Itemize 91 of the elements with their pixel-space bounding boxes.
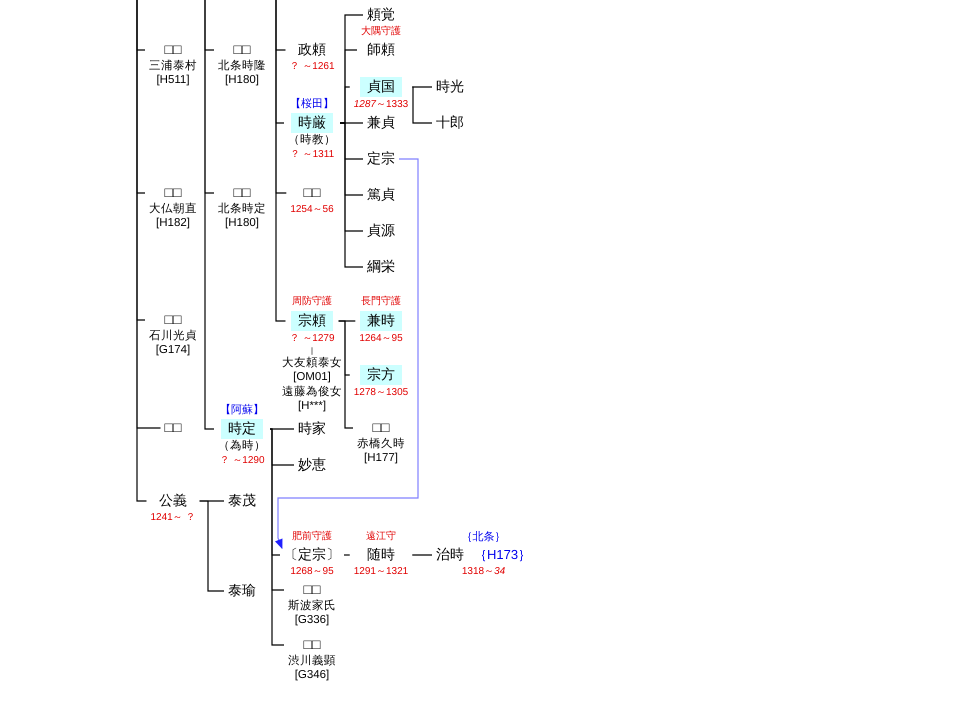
name-note: 渋川義顕 bbox=[288, 654, 336, 668]
date-label: 1254～56 bbox=[290, 204, 334, 216]
connector-line bbox=[412, 86, 432, 124]
date-label: 1287～1333 bbox=[354, 98, 408, 112]
date-label: 1318～34 bbox=[462, 566, 506, 578]
name-note: [G336] bbox=[294, 613, 330, 628]
name-note: 大仏朝直 bbox=[149, 202, 197, 216]
person-name: 〔定宗〕 bbox=[284, 546, 340, 564]
connector-line bbox=[412, 554, 432, 556]
name-note: 石川光貞 bbox=[149, 328, 197, 344]
connector-line bbox=[136, 0, 146, 502]
name-note: [G346] bbox=[294, 668, 330, 682]
name-note: 北条時定 bbox=[218, 202, 266, 216]
person-name: 貞源 bbox=[367, 222, 395, 240]
name-note: [H177] bbox=[364, 451, 398, 466]
connector-line bbox=[204, 0, 214, 430]
connector-line bbox=[200, 500, 224, 592]
highlighted-name: 時定 bbox=[221, 419, 263, 439]
date-label: 1291～1321 bbox=[354, 566, 408, 578]
person-name: □□ bbox=[304, 636, 320, 654]
person-name: 泰瑜 bbox=[228, 582, 256, 600]
person-name: 妙恵 bbox=[298, 456, 326, 474]
date-label: 1278～1305 bbox=[354, 386, 408, 400]
connector-line bbox=[412, 86, 432, 88]
person-name: 綱栄 bbox=[367, 258, 395, 276]
name-note: [H180] bbox=[225, 73, 259, 88]
person-name: □□ bbox=[234, 184, 250, 202]
highlighted-name: 宗方 bbox=[360, 365, 402, 385]
name-note: 北条時隆 bbox=[218, 58, 266, 74]
date-label: ？ ～1290 bbox=[219, 455, 265, 468]
person-name: 兼貞 bbox=[367, 114, 395, 132]
person-name: 師頼 bbox=[367, 41, 395, 59]
connector-line bbox=[270, 428, 284, 646]
office-label: 大隅守護 bbox=[361, 26, 401, 38]
name-note: [H***] bbox=[298, 398, 326, 414]
name-note: [G174] bbox=[156, 343, 190, 358]
family-label: ｛北条｝ bbox=[462, 530, 506, 544]
highlighted-name: 兼時 bbox=[360, 311, 402, 331]
person-name: 随時 bbox=[367, 546, 395, 564]
name-note: （時教） bbox=[288, 132, 336, 148]
person-name: 泰茂 bbox=[228, 492, 256, 510]
name-note: 斯波家氏 bbox=[288, 598, 336, 614]
office-label: 遠江守 bbox=[366, 530, 396, 544]
connector-line bbox=[275, 0, 286, 322]
person-name: 定宗 bbox=[367, 150, 395, 168]
name-note: [H182] bbox=[156, 216, 190, 230]
person-name: □□ bbox=[164, 311, 182, 329]
reference-label: ｛H173｝ bbox=[474, 546, 532, 564]
person-name: □□ bbox=[164, 41, 182, 59]
date-label: ？ ～1261 bbox=[289, 60, 335, 74]
person-name: □□ bbox=[372, 419, 390, 437]
highlighted-name: 貞国 bbox=[360, 77, 402, 97]
family-label: 【桜田】 bbox=[290, 98, 334, 112]
family-label: 【阿蘇】 bbox=[220, 404, 264, 418]
person-name: 政頼 bbox=[298, 41, 326, 59]
date-label: 1241～ ？ bbox=[150, 512, 196, 524]
name-note: （為時） bbox=[218, 438, 266, 454]
person-name: □□ bbox=[164, 184, 182, 202]
person-name: 時光 bbox=[436, 78, 464, 96]
connector-line bbox=[340, 122, 363, 268]
person-name: 公義 bbox=[159, 492, 187, 510]
person-name: □□ bbox=[304, 581, 320, 599]
date-label: 1268～95 bbox=[290, 566, 334, 578]
connector-line bbox=[338, 320, 353, 429]
person-name: 時家 bbox=[298, 420, 326, 438]
highlighted-name: 時厳 bbox=[291, 113, 333, 133]
name-note: 遠藤為俊女 bbox=[282, 384, 342, 399]
name-note: 大友頼泰女 bbox=[282, 356, 342, 370]
name-note: [OM01] bbox=[293, 370, 331, 385]
person-name: 篤貞 bbox=[367, 186, 395, 204]
office-label: 長門守護 bbox=[361, 296, 401, 308]
connector-line bbox=[311, 347, 313, 355]
date-label: ？ ～1311 bbox=[290, 149, 334, 162]
person-name: □□ bbox=[234, 41, 250, 59]
person-name: □□ bbox=[304, 184, 320, 202]
arrow bbox=[275, 158, 419, 550]
office-label: 肥前守護 bbox=[292, 530, 332, 544]
person-name: 頼覚 bbox=[367, 6, 395, 24]
connector-line bbox=[270, 428, 294, 430]
date-label: ？ ～1279 bbox=[289, 332, 335, 346]
highlighted-name: 宗頼 bbox=[291, 311, 333, 331]
name-note: 赤橋久時 bbox=[357, 436, 405, 452]
date-label: 1264～95 bbox=[359, 332, 403, 346]
person-name: 十郎 bbox=[436, 114, 464, 132]
name-note: [H180] bbox=[225, 216, 259, 230]
person-name: 治時 bbox=[436, 546, 464, 564]
name-note: [H511] bbox=[156, 73, 190, 88]
connector-line bbox=[344, 554, 350, 556]
name-note: 三浦泰村 bbox=[149, 58, 197, 74]
office-label: 周防守護 bbox=[292, 296, 332, 308]
person-name: □□ bbox=[164, 419, 182, 437]
